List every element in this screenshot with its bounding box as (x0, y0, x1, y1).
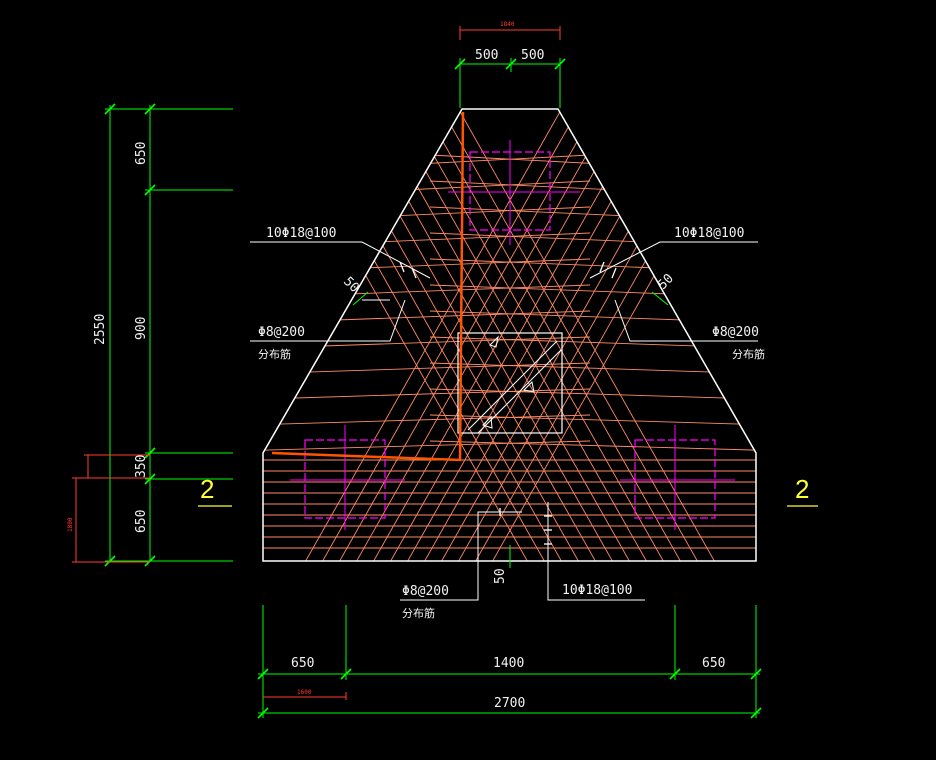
rebar-line (367, 109, 669, 561)
dim-top-total: 1840 (500, 21, 515, 28)
rebar-line (277, 362, 591, 374)
pile-axes (290, 140, 735, 530)
rebar-line (333, 109, 635, 561)
rebar-label-dist-left: Φ8@200 (258, 325, 305, 340)
rebar-line (353, 232, 591, 244)
dimension-ticks (104, 58, 762, 719)
rebar-line (263, 414, 591, 426)
dim-bottom-total: 2700 (494, 696, 525, 711)
rebar-line (307, 310, 591, 322)
rebar-line (452, 109, 754, 561)
rebar-line (429, 388, 756, 400)
highlight-bar (271, 111, 465, 462)
rebar-line (429, 180, 637, 192)
rebar-line (368, 109, 670, 561)
dim-top-left: 500 (475, 48, 498, 63)
dist-note-bottom: 分布筋 (402, 606, 435, 620)
rebar-label-dist-right: Φ8@200 (712, 325, 759, 340)
section-marks: 2 2 (198, 474, 818, 507)
leader-ticks (399, 261, 617, 545)
rebar-line (350, 109, 652, 561)
rebar-line (429, 440, 756, 452)
rebar-line (401, 109, 703, 561)
dim-bottom-left: 650 (291, 656, 314, 671)
dim-left-total: 2550 (93, 314, 108, 345)
rebar-line (384, 109, 686, 561)
rebar-line (338, 258, 591, 270)
section-mark-right: 2 (795, 474, 809, 504)
rebar-line (263, 388, 591, 400)
dist-note-left: 分布筋 (258, 347, 291, 361)
rebar-label-main-left: 10Φ18@100 (266, 226, 336, 241)
rebar-line (435, 109, 737, 561)
rebar-line (429, 154, 622, 166)
red-dims (72, 26, 561, 700)
rebar-line (292, 336, 591, 348)
rebar-line (429, 258, 682, 270)
dist-note-right: 分布筋 (732, 347, 765, 361)
rebar-line (419, 109, 721, 561)
dim-left-red: 1800 (67, 517, 74, 532)
rebar-line (351, 109, 653, 561)
cap-outline (262, 108, 757, 562)
rebar-line (469, 109, 756, 561)
cover-bottom: 50 (493, 568, 508, 584)
dim-top-right: 500 (521, 48, 544, 63)
rebar-label-main-right: 10Φ18@100 (674, 226, 744, 241)
rebar-line (402, 109, 704, 561)
dim-bottom-right: 650 (702, 656, 725, 671)
rebar-line (429, 206, 652, 218)
dimension-lines (105, 58, 760, 718)
rebar-line (300, 109, 602, 561)
rebar-line (429, 336, 728, 348)
rebar-line (398, 154, 591, 166)
rebar-label-dist-bottom: Φ8@200 (402, 584, 449, 599)
rebar-line (429, 232, 667, 244)
rebar-line (429, 310, 713, 322)
rebar-line (429, 414, 756, 426)
rebar-line (317, 109, 619, 561)
rebar-line (334, 109, 636, 561)
cover-left: 50 (340, 274, 362, 296)
section-mark-left: 2 (200, 474, 214, 504)
dim-bottom-middle: 1400 (493, 656, 524, 671)
dim-left-top: 650 (134, 142, 149, 165)
rebar-line (263, 440, 591, 452)
rebar-line (429, 362, 743, 374)
dim-bottom-red: 1600 (297, 689, 312, 696)
rebar-line (283, 109, 585, 561)
dim-left-bottom: 650 (134, 510, 149, 533)
rebar-line (368, 206, 591, 218)
rebar-line (263, 109, 534, 561)
cover-right: 50 (655, 271, 677, 293)
rebar-line (322, 284, 591, 296)
rebar-line (385, 109, 687, 561)
rebar-line (299, 109, 601, 561)
rebar-line (486, 109, 756, 561)
dim-left-lower: 350 (134, 455, 149, 478)
rebar-label-main-bottom: 10Φ18@100 (562, 583, 632, 598)
dim-left-middle: 900 (134, 317, 149, 340)
rebar-line (429, 284, 698, 296)
rebar-line (263, 109, 551, 561)
rebar-mesh (263, 109, 756, 561)
center-column (457, 332, 563, 434)
rebar-line (383, 180, 591, 192)
rebar-line (316, 109, 618, 561)
rebar-line (266, 109, 568, 561)
